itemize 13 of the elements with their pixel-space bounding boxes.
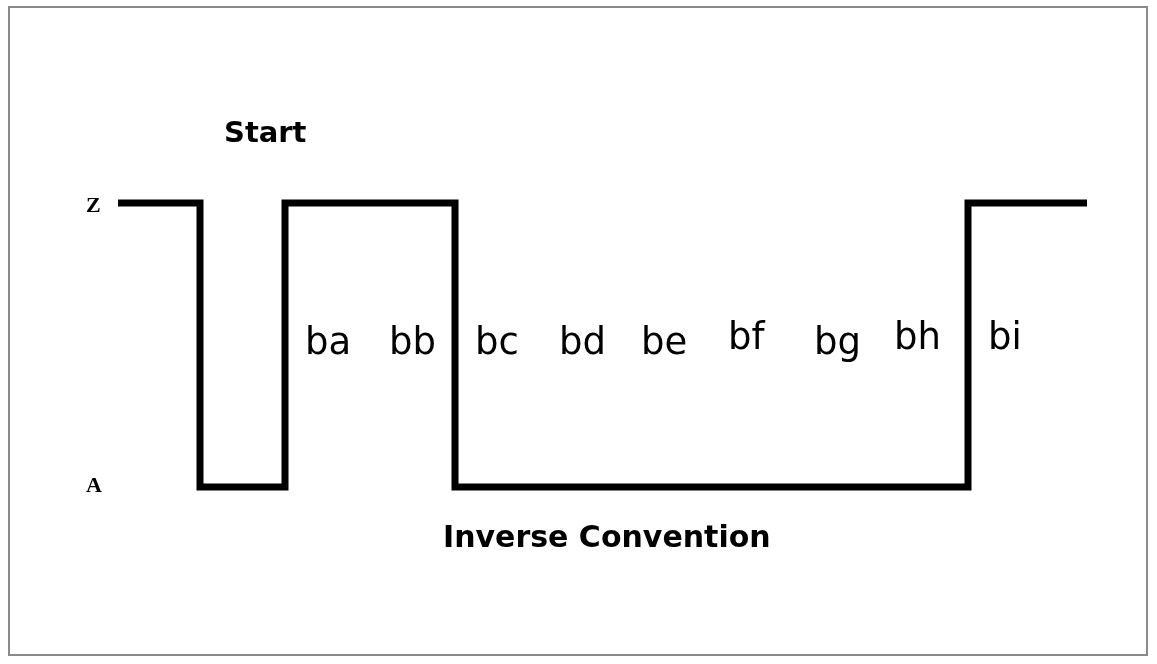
- start-label: Start: [224, 118, 307, 147]
- bit-label: bc: [475, 323, 519, 360]
- bit-label: bf: [728, 318, 765, 355]
- bit-label: bb: [389, 323, 436, 360]
- bit-label: ba: [305, 323, 352, 360]
- bit-label: be: [641, 323, 688, 360]
- bit-label: bg: [814, 323, 861, 360]
- level-label: Z: [86, 194, 101, 216]
- caption: Inverse Convention: [443, 522, 771, 552]
- bit-label: bh: [894, 318, 941, 355]
- bit-label: bi: [988, 318, 1022, 355]
- bit-label: bd: [559, 323, 606, 360]
- level-label: A: [86, 474, 102, 496]
